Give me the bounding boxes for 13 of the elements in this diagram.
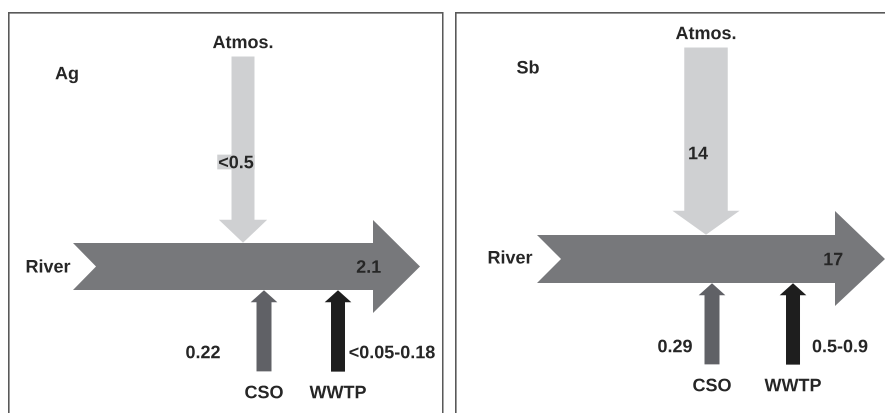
flow-value: 0.29 — [656, 338, 694, 354]
flow-value: 0.22 — [184, 344, 222, 360]
source-label: WWTP — [764, 378, 821, 392]
source-label: Atmos. — [676, 26, 736, 40]
source-label: CSO — [245, 386, 283, 398]
source-label: CSO — [693, 378, 731, 392]
flow-value: <0.05-0.18 — [348, 344, 436, 360]
source-label: WWTP — [310, 386, 366, 398]
flow-value: 0.5-0.9 — [811, 338, 870, 354]
river-label: River — [488, 250, 532, 264]
flow-value: <0.5 — [217, 154, 255, 170]
river-label: River — [26, 259, 70, 273]
source-label: Atmos. — [212, 36, 272, 48]
